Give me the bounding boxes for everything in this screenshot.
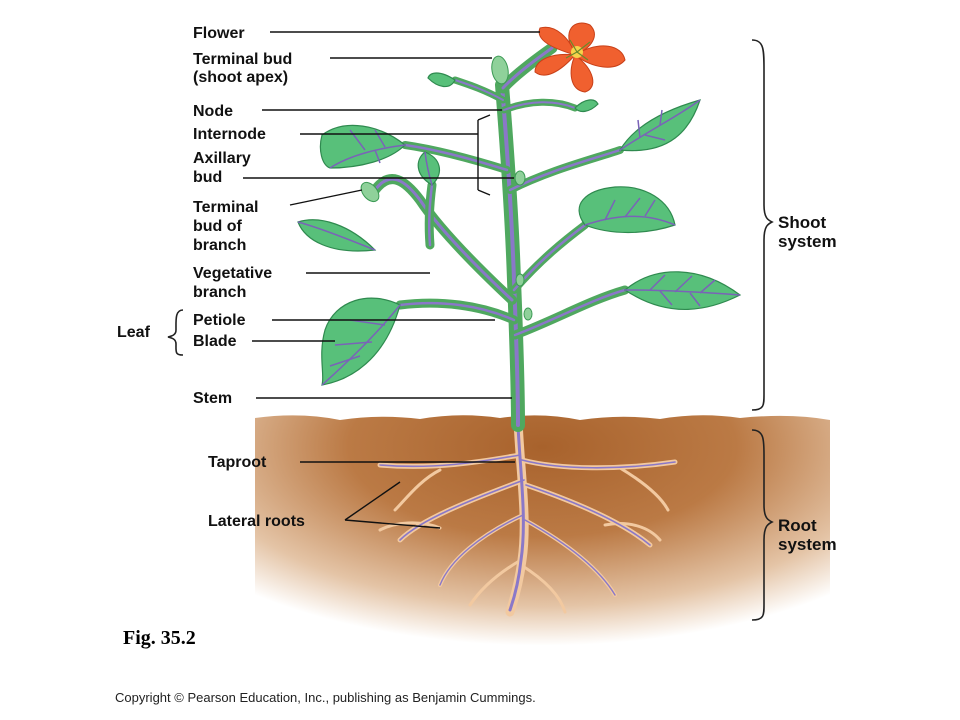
label-shoot-system-2: system (778, 232, 837, 251)
label-node: Node (193, 103, 233, 120)
labels: Flower Terminal bud (shoot apex) Node In… (115, 25, 837, 705)
label-leaf: Leaf (117, 324, 151, 341)
label-stem: Stem (193, 390, 232, 407)
label-vegetative-1: Vegetative (193, 265, 272, 282)
label-axillary-1: Axillary (193, 150, 251, 167)
copyright-notice: Copyright © Pearson Education, Inc., pub… (115, 690, 536, 705)
taproot-and-lateral-roots (377, 415, 678, 617)
stem-and-branches (370, 42, 630, 432)
braces (167, 39, 774, 621)
label-shoot-system-1: Shoot (778, 213, 826, 232)
leaf-brace (167, 309, 184, 356)
terminal-bud-of-branch (360, 181, 380, 203)
label-terminal-branch-2: bud of (193, 218, 243, 235)
flower-head (534, 22, 626, 93)
label-lateral-roots: Lateral roots (208, 513, 305, 530)
label-vegetative-2: branch (193, 284, 246, 301)
label-taproot: Taproot (208, 454, 267, 471)
axillary-bud (514, 170, 526, 186)
label-terminal-bud-2: (shoot apex) (193, 69, 288, 86)
soil (255, 415, 830, 680)
figure-label: Fig. 35.2 (123, 627, 196, 649)
buds (360, 55, 533, 321)
label-blade: Blade (193, 333, 237, 350)
terminal-bud (491, 55, 509, 85)
label-terminal-bud-1: Terminal bud (193, 51, 292, 68)
label-axillary-2: bud (193, 169, 222, 186)
label-terminal-branch-3: branch (193, 237, 246, 254)
label-flower: Flower (193, 25, 245, 42)
label-root-system-1: Root (778, 516, 817, 535)
label-root-system-2: system (778, 535, 837, 554)
label-terminal-branch-1: Terminal (193, 199, 259, 216)
label-internode: Internode (193, 126, 266, 143)
root-system-brace (751, 429, 774, 621)
shoot-system-brace (751, 39, 774, 411)
label-petiole: Petiole (193, 312, 246, 329)
leader-lines (243, 31, 540, 529)
